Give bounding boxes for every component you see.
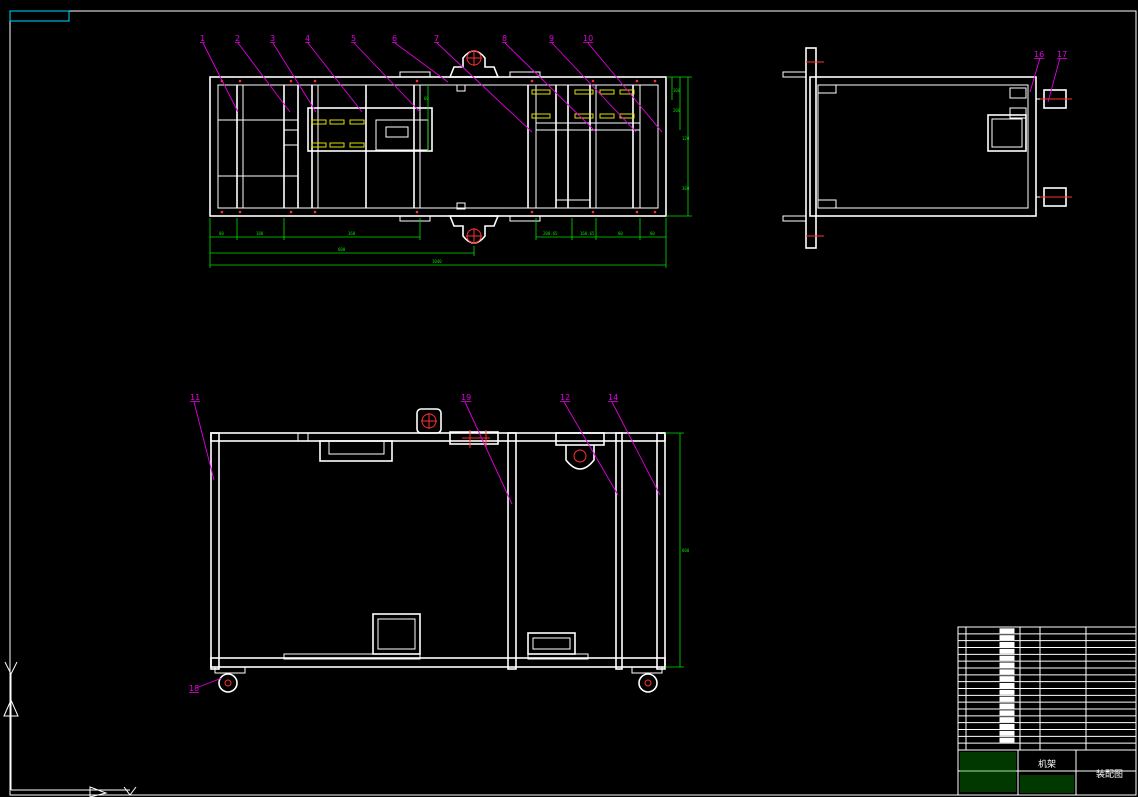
dim-h9: 1040 [432, 259, 442, 264]
dim-v6: 800 [682, 548, 690, 553]
dim-v1: 100 [673, 88, 681, 93]
title-block-cell-text [999, 669, 1015, 675]
top-frame-inner [217, 84, 659, 209]
title-block-cell-text [999, 696, 1015, 702]
title-block-cell-text [999, 662, 1015, 668]
balloon-7: 7 [434, 34, 439, 43]
dim-v3: 60 [424, 96, 429, 101]
balloon-9: 9 [549, 34, 554, 43]
title-block-cell-text [999, 730, 1015, 736]
side-view: 16 17 [782, 47, 1072, 249]
balloon-14: 14 [608, 393, 618, 402]
corner-tag [9, 10, 70, 22]
balloon-1: 1 [200, 34, 205, 43]
balloon-19: 19 [461, 393, 471, 402]
top-view: 80 180 360 200.65 160.65 80 80 600 1040 … [200, 34, 692, 268]
balloon-11: 11 [190, 393, 200, 402]
dim-h4: 200.65 [543, 231, 558, 236]
balloon-8: 8 [502, 34, 507, 43]
title-block-cell-text [999, 703, 1015, 709]
dim-v2: 360 [682, 186, 690, 191]
balloon-4: 4 [305, 34, 310, 43]
dim-h8: 600 [338, 247, 346, 252]
balloon-3: 3 [270, 34, 275, 43]
balloon-12: 12 [560, 393, 570, 402]
title-block-cell-text [999, 710, 1015, 716]
title-drawing-no: 装配图 [1096, 768, 1123, 780]
title-block-cell-text [999, 689, 1015, 695]
ucs-icon [3, 661, 137, 797]
dim-h6: 80 [618, 231, 623, 236]
title-block-cell-text [999, 642, 1015, 647]
balloon-5: 5 [351, 34, 356, 43]
title-block-cell-text [999, 655, 1015, 661]
dim-h7: 80 [650, 231, 655, 236]
title-block: 机架 装配图 [957, 626, 1137, 796]
dim-h2: 180 [256, 231, 264, 236]
balloon-2: 2 [235, 34, 240, 43]
sheet-border [9, 10, 1137, 796]
balloon-17: 17 [1057, 50, 1067, 59]
title-block-cell-text [999, 648, 1015, 654]
title-part-name: 机架 [1038, 758, 1056, 770]
title-block-cell-text [999, 724, 1015, 729]
dim-v4: 200 [673, 108, 681, 113]
title-block-cell-text [999, 683, 1015, 688]
balloon-16: 16 [1034, 50, 1044, 59]
balloon-10: 10 [583, 34, 593, 43]
title-block-cell-text [999, 635, 1015, 641]
balloon-6: 6 [392, 34, 397, 43]
motor-plate [307, 107, 433, 152]
top-frame-outer [209, 76, 667, 217]
title-block-cell-text [999, 737, 1015, 743]
title-block-cell-text [999, 717, 1015, 723]
balloon-18: 18 [189, 684, 199, 693]
title-block-cell-text [999, 628, 1015, 634]
dim-v5: 120 [682, 136, 690, 141]
dim-h3: 360 [348, 231, 356, 236]
front-view: 800 360 11 19 12 14 18 [189, 186, 690, 693]
dim-h5: 160.65 [580, 231, 595, 236]
dim-h1: 80 [219, 231, 224, 236]
title-block-cell-text [999, 676, 1015, 682]
